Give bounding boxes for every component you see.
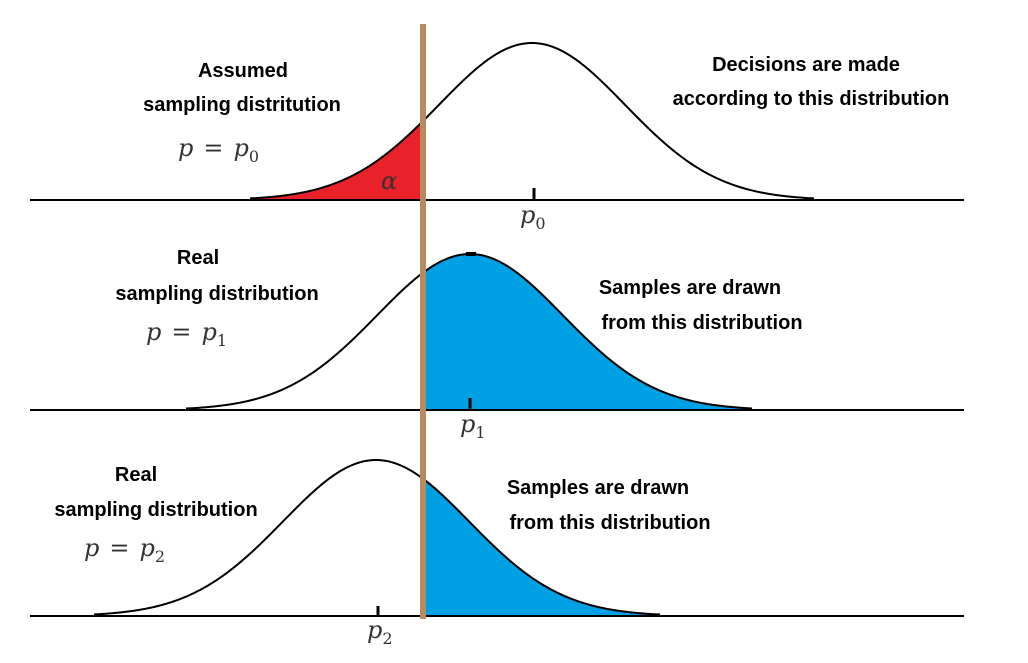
real2-param-equation: p=p2	[84, 534, 165, 566]
decision-note-line2: according to this distribution	[673, 88, 950, 110]
power-region-p2	[423, 478, 660, 616]
samples-note-line1-p1: Samples are drawn	[599, 277, 781, 299]
assumed-title-line1: Assumed	[198, 60, 288, 82]
assumed-distribution-curve	[249, 41, 815, 200]
real2-title-line2: sampling distribution	[54, 499, 257, 521]
real1-title-line2: sampling distribution	[115, 283, 318, 305]
power-region-p1	[423, 254, 752, 410]
real-distribution-curve-p2	[93, 458, 661, 616]
samples-note-line2-p1: from this distribution	[601, 312, 802, 334]
assumed-param-equation: p=p0	[178, 134, 259, 166]
real1-title-line1: Real	[177, 247, 219, 269]
tick-label-p2: p2	[367, 616, 393, 648]
real1-param-equation: p=p1	[146, 318, 227, 350]
panel-assumed: Assumed sampling distritution p=p0 α p0 …	[30, 41, 964, 233]
alpha-label: α	[381, 167, 397, 195]
panel-real-p1: Real sampling distribution p=p1 p1 Sampl…	[30, 247, 964, 442]
alpha-region	[250, 121, 423, 200]
assumed-title-line2: sampling distritution	[143, 94, 341, 116]
tick-label-p0: p0	[520, 201, 546, 233]
tick-label-p1: p1	[460, 410, 486, 442]
samples-note-line1-p2: Samples are drawn	[507, 477, 689, 499]
panel-real-p2: Real sampling distribution p=p2 p2 Sampl…	[30, 458, 964, 648]
real2-title-line1: Real	[115, 464, 157, 486]
decision-note-line1: Decisions are made	[712, 54, 900, 76]
samples-note-line2-p2: from this distribution	[509, 512, 710, 534]
